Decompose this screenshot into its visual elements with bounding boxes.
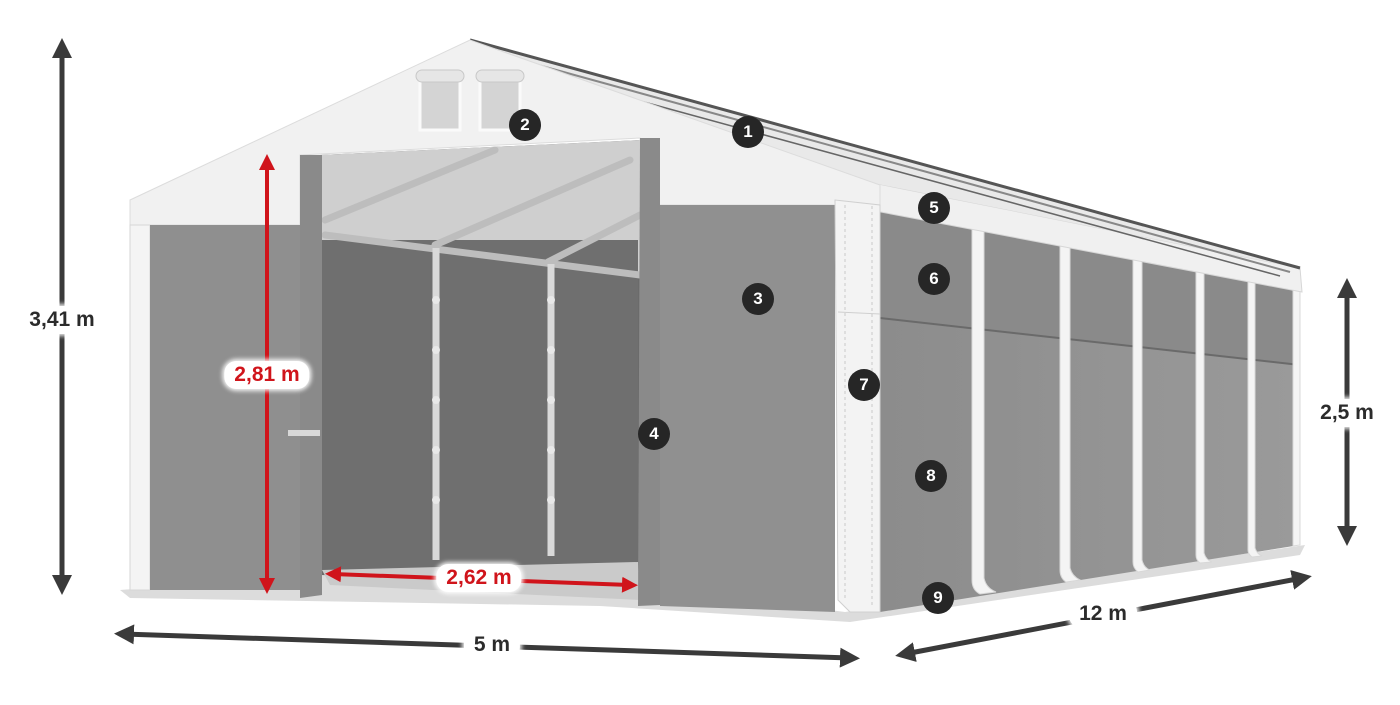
dimension-label-door-width: 2,62 m	[436, 564, 522, 592]
roof	[469, 38, 1301, 277]
marker-3: 3	[742, 283, 774, 315]
marker-9: 9	[922, 582, 954, 614]
side-wall	[867, 181, 1303, 612]
dimension-label-width: 5 m	[463, 631, 521, 659]
dimension-label-length: 12 m	[1069, 600, 1137, 628]
door-curtains	[288, 138, 670, 606]
front-wall-right	[660, 205, 835, 612]
marker-2: 2	[509, 109, 541, 141]
marker-4: 4	[638, 418, 670, 450]
dimension-label-door-height: 2,81 m	[224, 361, 310, 389]
marker-6: 6	[918, 263, 950, 295]
front-wall-left	[129, 224, 300, 591]
dimension-label-side-height: 2,5 m	[1310, 399, 1384, 427]
marker-8: 8	[915, 460, 947, 492]
door-opening-interior	[320, 140, 644, 600]
dimension-label-total-height: 3,41 m	[19, 306, 105, 334]
marker-7: 7	[848, 369, 880, 401]
marker-1: 1	[732, 116, 764, 148]
ground-shadow	[120, 545, 1305, 622]
corner-post	[834, 199, 881, 613]
marker-5: 5	[918, 192, 950, 224]
